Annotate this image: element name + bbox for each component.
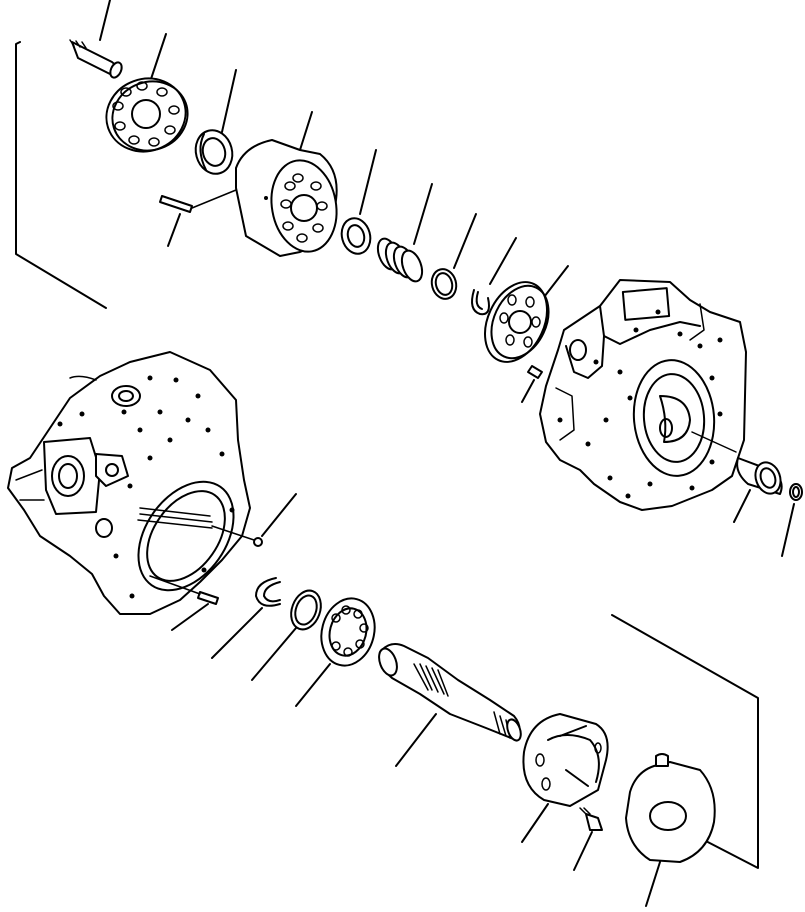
servo-piston: [521, 713, 609, 843]
bearing: [194, 69, 237, 175]
retainer-ring: [430, 213, 477, 300]
pump-unit: [539, 279, 747, 511]
snap-ring: [471, 237, 517, 316]
drive-shaft: [378, 643, 522, 767]
seal-cover: [625, 753, 716, 907]
cylinder-block: [235, 111, 338, 257]
dowel-pin: [521, 365, 543, 403]
snap-ring-lower: [211, 577, 281, 659]
bolt: [573, 807, 603, 871]
spring: [376, 183, 433, 283]
cylinder-pin: [159, 189, 237, 247]
pump-case: [7, 351, 251, 615]
pin: [69, 0, 123, 79]
case-pin: [211, 493, 297, 547]
needle-bearing: [733, 457, 783, 523]
ball-bearing: [295, 597, 376, 707]
o-ring: [781, 483, 803, 557]
swash-plate: [484, 265, 569, 363]
group-bracket-upper: [15, 41, 107, 309]
group-bracket-lower: [611, 614, 759, 869]
case-dowel: [149, 575, 219, 631]
shim-ring: [251, 589, 322, 681]
valve-plate: [105, 33, 189, 153]
spacer-ring: [340, 149, 377, 255]
